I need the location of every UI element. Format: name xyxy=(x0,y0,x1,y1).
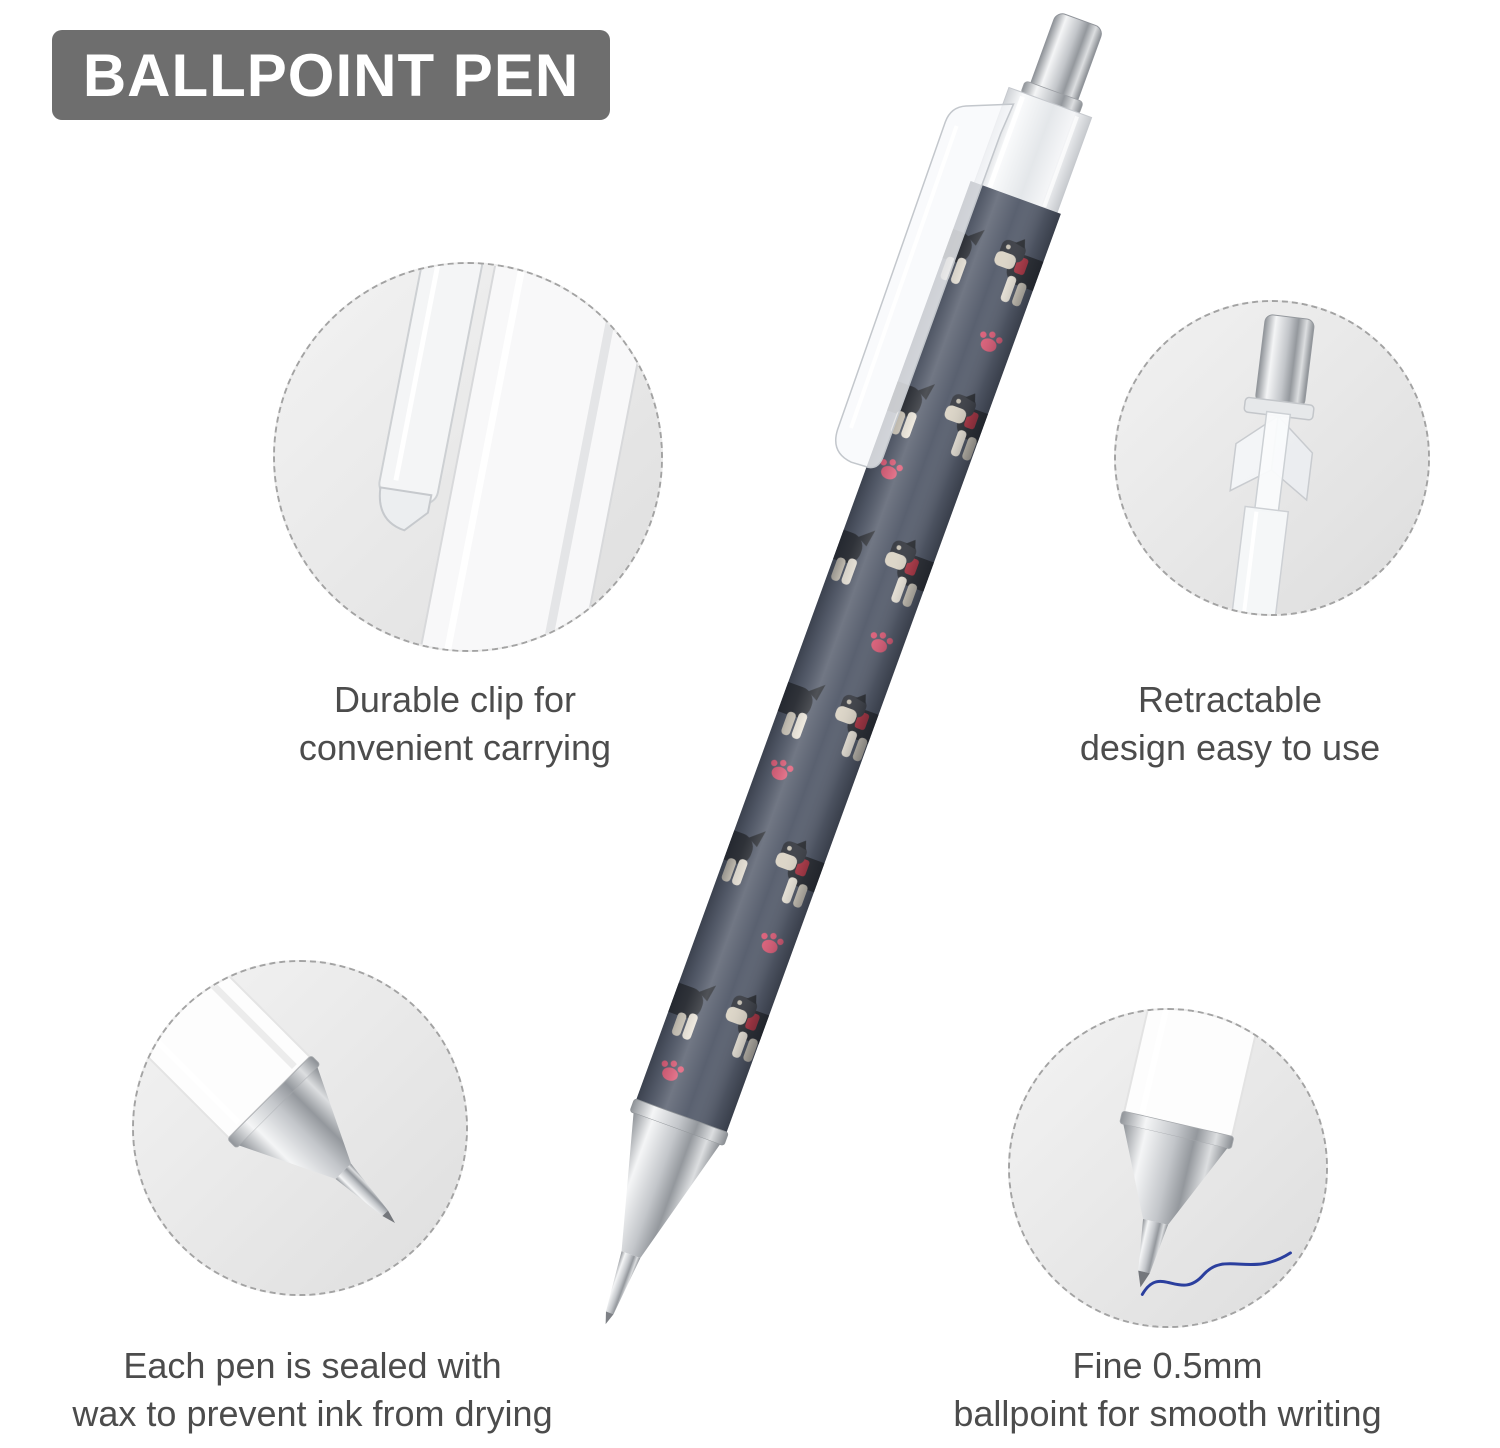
callout-fine-tip-caption: Fine 0.5mm ballpoint for smooth writing xyxy=(890,1342,1445,1437)
pen-barrel xyxy=(634,181,1061,1138)
caption-line: Retractable xyxy=(1137,679,1323,720)
banner-label: BALLPOINT PEN xyxy=(82,41,580,109)
clip-detail-circle xyxy=(273,262,663,652)
caption-line: Each pen is sealed with xyxy=(123,1345,502,1386)
plunger-zoom-photo xyxy=(1116,302,1428,614)
caption-line: design easy to use xyxy=(1079,726,1381,768)
caption-line: wax to prevent ink from drying xyxy=(72,1392,553,1434)
caption-line: ballpoint for smooth writing xyxy=(953,1392,1382,1434)
tip-wax-zoom-photo xyxy=(134,962,466,1294)
callout-wax-seal-caption: Each pen is sealed with wax to prevent i… xyxy=(40,1342,585,1437)
fine-tip-detail-circle xyxy=(1008,1008,1328,1328)
pen-tip xyxy=(605,1098,729,1325)
callout-retractable-caption: Retractable design easy to use xyxy=(985,676,1475,771)
plunger-detail-circle xyxy=(1114,300,1430,616)
clip-zoom-photo xyxy=(275,264,661,650)
caption-line: convenient carrying xyxy=(298,726,612,768)
ink-line xyxy=(1140,1251,1292,1296)
tip-ink-zoom-photo xyxy=(1010,1010,1326,1326)
wax-seal-detail-circle xyxy=(132,960,468,1296)
caption-line: Durable clip for xyxy=(333,679,577,720)
pen-clip xyxy=(834,103,1015,469)
caption-line: Fine 0.5mm xyxy=(1072,1345,1263,1386)
title-banner: BALLPOINT PEN xyxy=(52,30,610,120)
callout-clip-caption: Durable clip for convenient carrying xyxy=(205,676,705,771)
